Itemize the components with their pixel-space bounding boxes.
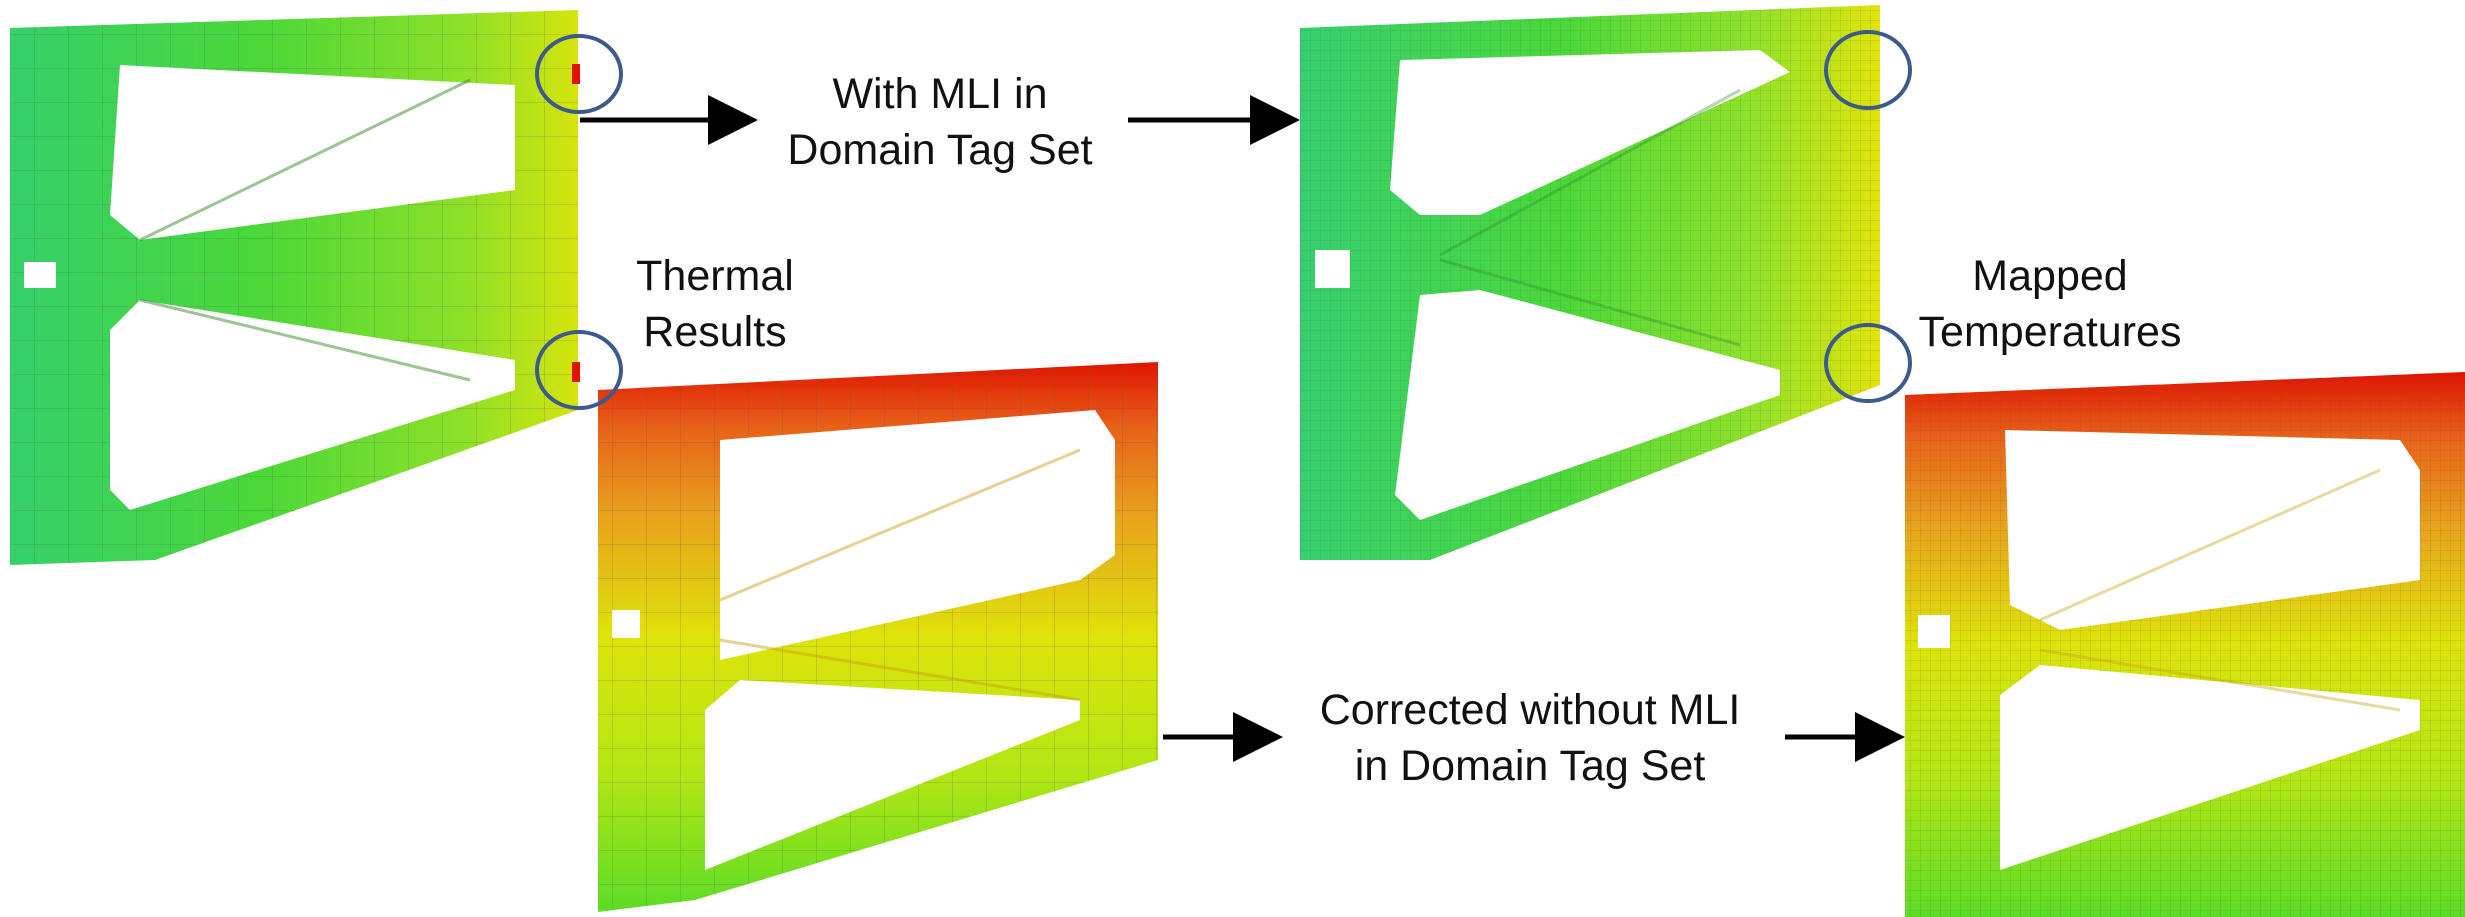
highlight-circle-b-top bbox=[1824, 30, 1912, 110]
label-thermal-results: Thermal Results bbox=[600, 248, 830, 360]
label-thermal-results-line1: Thermal bbox=[636, 252, 794, 300]
label-corrected-line2: in Domain Tag Set bbox=[1354, 742, 1706, 790]
label-with-mli-line2: Domain Tag Set bbox=[787, 126, 1093, 174]
label-mapped-temperatures-line2: Temperatures bbox=[1918, 308, 2182, 356]
label-corrected: Corrected without MLI in Domain Tag Set bbox=[1280, 682, 1780, 794]
label-corrected-line1: Corrected without MLI bbox=[1319, 686, 1741, 734]
panel-mapped-with-mli bbox=[1300, 5, 1880, 560]
label-thermal-results-line2: Results bbox=[643, 308, 787, 356]
panel-thermal-corrected bbox=[598, 362, 1158, 912]
highlight-circle-a-top bbox=[535, 34, 623, 114]
label-with-mli: With MLI in Domain Tag Set bbox=[760, 66, 1120, 178]
highlight-circle-b-bottom bbox=[1824, 323, 1912, 403]
label-mapped-temperatures-line1: Mapped bbox=[1972, 252, 2128, 300]
panel-thermal-with-mli bbox=[10, 10, 580, 565]
panel-mapped-corrected bbox=[1905, 372, 2465, 917]
label-mapped-temperatures: Mapped Temperatures bbox=[1900, 248, 2200, 360]
highlight-circle-a-bottom bbox=[535, 330, 623, 410]
label-with-mli-line1: With MLI in bbox=[832, 70, 1048, 118]
